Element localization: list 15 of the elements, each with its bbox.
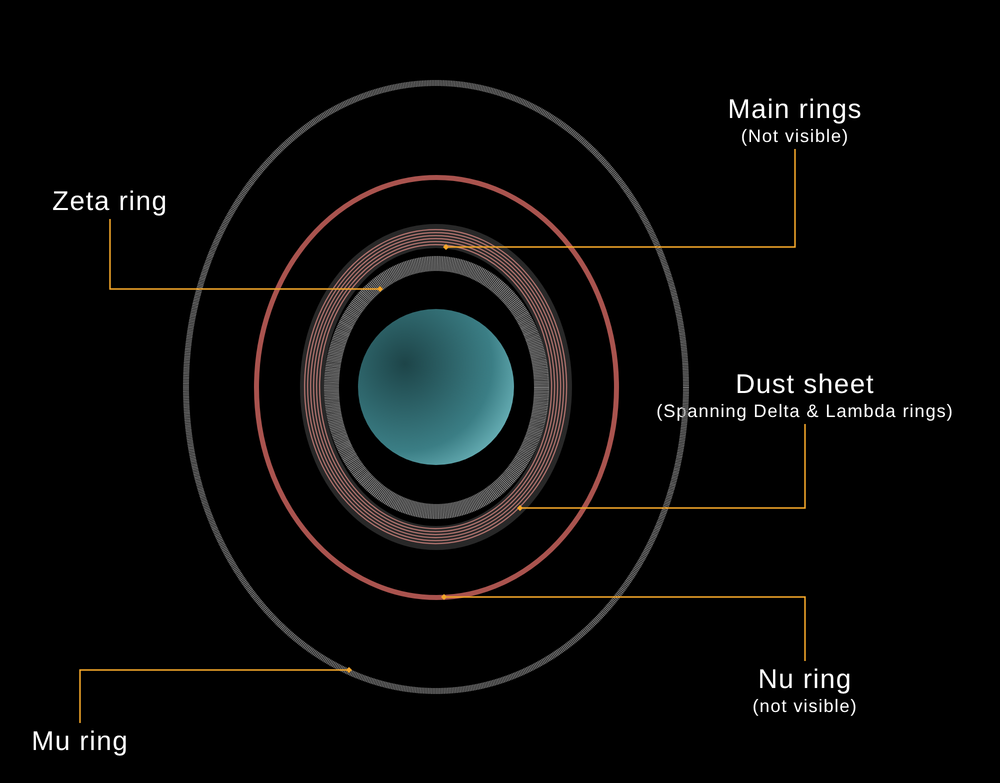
note-text: (not visible) (752, 695, 858, 717)
note-text: (Not visible) (740, 125, 850, 147)
leader-line (109, 219, 383, 292)
ring-label: Dust sheet (735, 368, 875, 400)
leader-line (517, 424, 806, 511)
zeta-ring-band (324, 256, 548, 518)
leader-line (443, 149, 796, 250)
note-text: (Spanning Delta & Lambda rings) (656, 400, 954, 422)
ring-label: Nu ring (758, 663, 852, 695)
ring-label: Zeta ring (52, 185, 168, 217)
ring-label: Main rings (728, 93, 862, 125)
leader-line (79, 667, 352, 723)
nu-ring (254, 174, 618, 600)
leader-line (441, 594, 806, 661)
ring-label: Mu ring (31, 725, 129, 757)
